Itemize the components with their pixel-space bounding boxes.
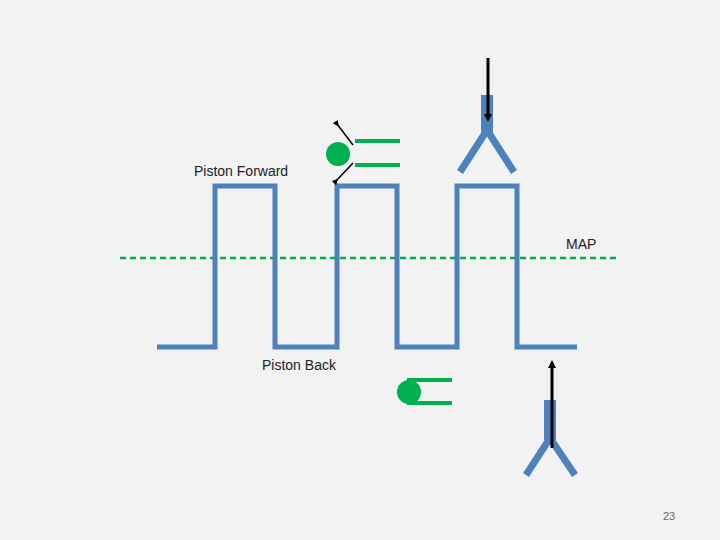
pressure-wave [157,186,577,347]
valve-closed-symbol [397,380,452,404]
label: MAP [566,236,596,252]
map-line [120,257,618,260]
valve-open-symbol [326,124,400,181]
piston-symbol [460,58,514,172]
piston-symbol [526,364,575,475]
label: Piston Back [262,357,336,373]
page-number: 23 [663,508,675,524]
label: Piston Forward [194,163,288,179]
